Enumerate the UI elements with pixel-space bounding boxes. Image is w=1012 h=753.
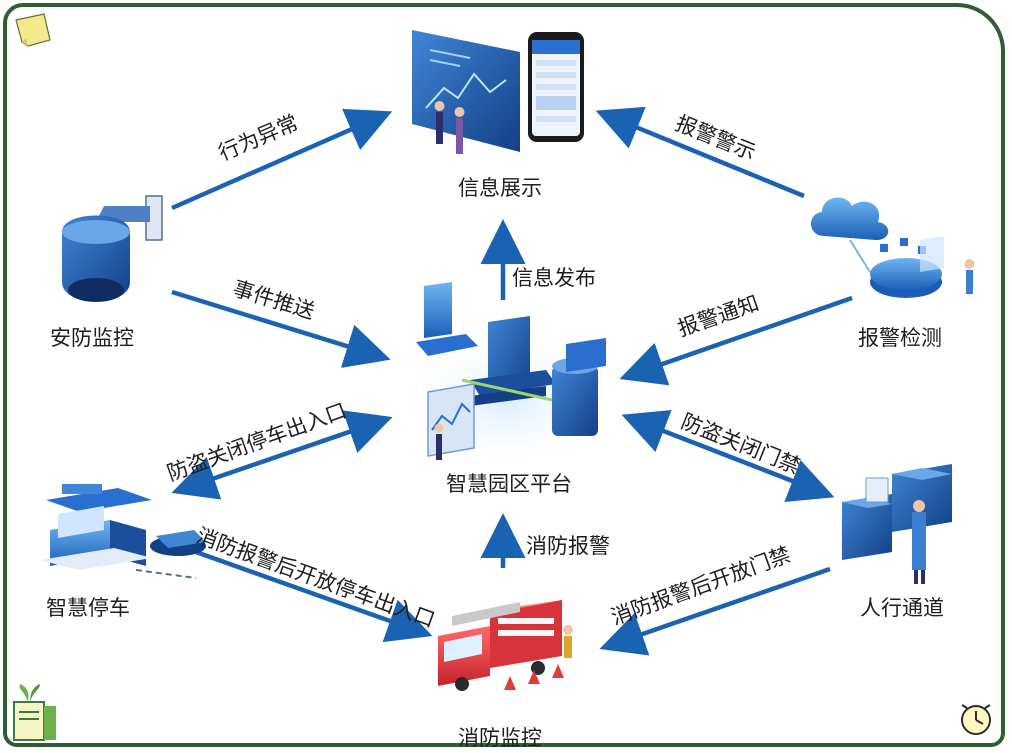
smart-parking-illustration [40,484,206,579]
alarm-detection-illustration [810,197,975,298]
arrow-antitheft-close-parking [171,410,393,500]
node-platform-label: 智慧园区平台 [446,472,572,496]
node-info-display-label: 信息展示 [458,176,542,200]
arrow-alarm-notify [619,295,853,386]
pedestrian-gate-illustration [842,464,952,584]
edge-fire-alarm-label: 消防报警 [526,534,610,558]
node-parking-label: 智慧停车 [46,596,130,620]
arrow-alarm-warning [595,106,805,199]
connection-arrows [171,106,853,656]
alarm-clock-icon [961,704,991,735]
node-security-monitor-label: 安防监控 [50,326,134,350]
arrow-event-push [171,289,391,368]
arrow-fire-open-gate [599,566,831,656]
notebook-plant-icon [13,684,56,741]
node-alarm-detect-label: 报警检测 [858,326,942,350]
node-fire-monitor-label: 消防监控 [458,726,542,750]
arrow-fire-open-parking [195,549,433,643]
node-pedestrian-label: 人行通道 [860,596,944,620]
platform-illustration [396,282,616,470]
edge-info-publish-label: 信息发布 [512,266,596,290]
arrow-antitheft-close-gate [621,410,835,502]
sticky-note-icon [15,13,51,47]
info-display-illustration [412,30,584,154]
fire-truck-illustration [438,600,573,691]
arrow-behavior-abnormal [171,108,393,211]
security-camera-illustration [62,195,163,302]
